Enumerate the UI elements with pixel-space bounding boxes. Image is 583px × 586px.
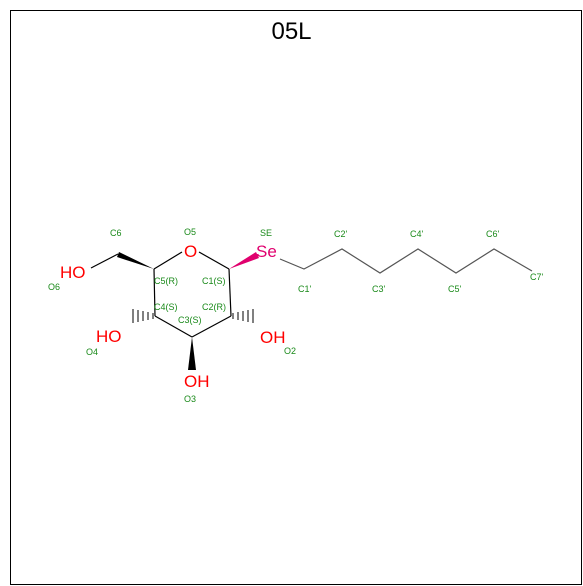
label-c7p: C7': [530, 272, 544, 282]
hash-c4-o4: [132, 309, 154, 323]
label-c3: C3(S): [178, 315, 202, 325]
atom-o5: O: [184, 242, 197, 261]
atom-ho6: HO: [60, 263, 86, 282]
label-c6: C6: [110, 228, 122, 238]
label-c6p: C6': [486, 229, 500, 239]
bond-c6-o6: [90, 253, 119, 269]
atom-oh2: OH: [260, 328, 286, 347]
diagram-title: 05L: [271, 18, 312, 45]
atom-oh3: OH: [184, 372, 210, 391]
label-o3: O3: [184, 394, 196, 404]
label-c2: C2(R): [202, 302, 226, 312]
label-c1: C1(S): [202, 276, 226, 286]
bond-c3-c4: [154, 315, 193, 338]
label-c1p: C1': [298, 284, 312, 294]
label-o6: O6: [48, 282, 60, 292]
bond-c4-c5: [153, 268, 156, 317]
label-c5: C5(R): [154, 276, 178, 286]
label-c2p: C2': [334, 229, 348, 239]
heptyl-chain: [279, 248, 533, 274]
label-o5: O5: [184, 227, 196, 237]
label-c5p: C5': [448, 284, 462, 294]
diagram-frame: [10, 10, 582, 585]
label-o2: O2: [284, 346, 296, 356]
bond-c1-c2: [228, 268, 232, 317]
bond-c2-c3: [191, 315, 232, 338]
wedge-c1-se: [229, 252, 259, 269]
bond-o5-c1: [198, 251, 230, 270]
label-o4: O4: [86, 347, 98, 357]
wedge-c5-c6: [117, 252, 154, 269]
label-c4p: C4': [410, 229, 424, 239]
wedge-c3-o3: [188, 337, 196, 370]
label-se: SE: [260, 228, 272, 238]
label-c4: C4(S): [154, 302, 178, 312]
bond-c5-o5: [153, 251, 183, 270]
hash-c2-o2: [232, 309, 254, 323]
atom-ho4: HO: [96, 327, 122, 346]
atom-se: Se: [256, 242, 277, 261]
label-c3p: C3': [372, 284, 386, 294]
